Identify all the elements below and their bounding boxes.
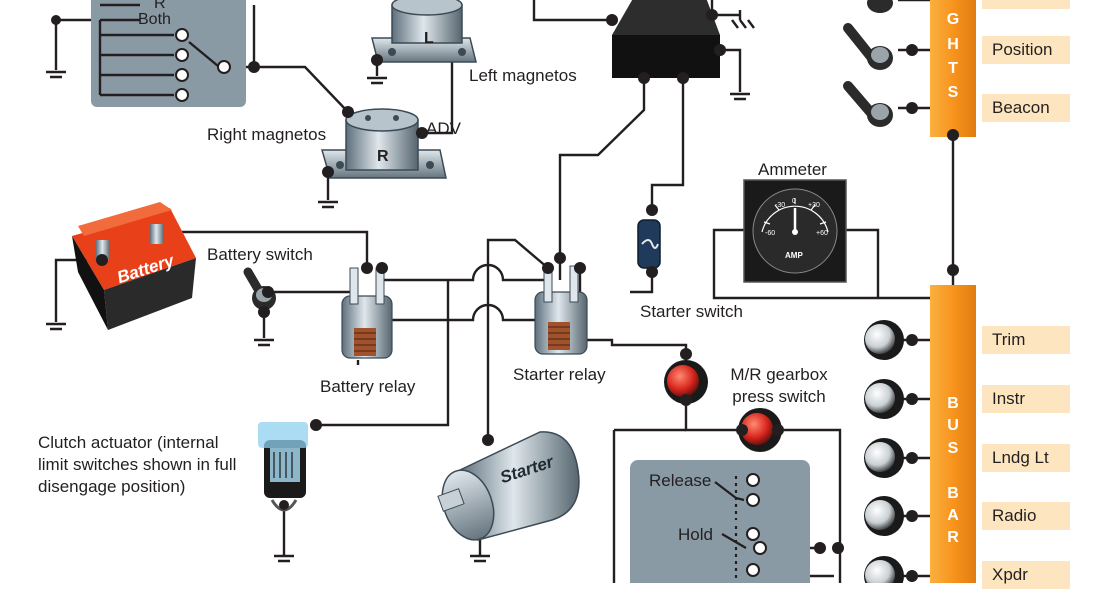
bus-letter-a: A	[947, 507, 959, 524]
right-magnetos-label: Right magnetos	[207, 125, 327, 144]
lights-letter-g: G	[946, 11, 960, 28]
left-magneto	[371, 0, 477, 63]
starter-relay-label: Starter relay	[513, 365, 606, 384]
clutch-actuator	[258, 422, 308, 512]
left-magneto-l-label: L	[424, 30, 434, 47]
lights-box-top	[982, 0, 1070, 9]
lights-letter-t: T	[948, 60, 958, 77]
starter-motor	[437, 431, 580, 541]
starter-relay	[534, 265, 588, 355]
ammeter-scale-neg60: -60	[765, 230, 776, 237]
bus-item-xpdr: Xpdr	[982, 561, 1070, 589]
mr-gearbox-label: M/R gearbox press switch	[730, 365, 828, 406]
mag-switch-r-label: R	[154, 0, 166, 12]
bus-letter-s: S	[947, 440, 959, 457]
mag-switch-both-label: Both	[138, 11, 171, 28]
clutch-actuator-label: Clutch actuator (internal limit switches…	[38, 433, 237, 496]
bus-letter-b2: B	[947, 485, 959, 502]
main-bus-bar	[930, 285, 976, 583]
right-magneto	[321, 108, 447, 179]
battery-switch-label: Battery switch	[207, 245, 313, 264]
top-light-toggle[interactable]	[867, 0, 893, 13]
right-magneto-r-label: R	[377, 148, 389, 165]
lights-item-position: Position	[982, 36, 1070, 64]
ammeter-scale-zero: 0	[792, 198, 796, 205]
lights-letter-h: H	[947, 36, 959, 53]
ammeter-scale-pos30: +30	[808, 202, 820, 209]
lights-item-beacon: Beacon	[982, 94, 1070, 122]
battery	[72, 202, 196, 330]
hold-label: Hold	[678, 525, 713, 544]
adv-label: ADV	[426, 119, 461, 138]
ammeter-scale-pos60: +60	[816, 230, 828, 237]
ammeter-scale-neg30: -30	[775, 202, 786, 209]
left-magnetos-label: Left magnetos	[469, 66, 577, 85]
bus-letter-r: R	[947, 529, 959, 546]
bus-letter-u: U	[947, 417, 959, 434]
magneto-switch-panel	[91, 0, 246, 107]
lights-letter-s: S	[947, 84, 959, 101]
release-hold-panel	[630, 460, 810, 583]
ground-symbols	[46, 10, 755, 563]
ammeter-label: Ammeter	[758, 160, 827, 179]
bus-letter-b1: B	[947, 395, 959, 412]
junction-dots	[51, 9, 959, 582]
starter-switch-label: Starter switch	[640, 302, 743, 321]
bus-item-trim: Trim	[982, 326, 1070, 354]
bus-item-instr: Instr	[982, 385, 1070, 413]
lights-bus-bar	[930, 0, 976, 137]
mr-gearbox-switch-2[interactable]	[738, 408, 782, 452]
starter-control-unit	[612, 0, 720, 78]
release-label: Release	[649, 471, 712, 490]
bus-item-buttons[interactable]	[864, 320, 904, 583]
ammeter	[743, 179, 847, 283]
ammeter-amp-label: AMP	[785, 251, 803, 260]
bus-item-radio: Radio	[982, 502, 1070, 530]
battery-relay-label: Battery relay	[320, 377, 416, 396]
beacon-light-toggle[interactable]	[843, 81, 893, 127]
position-light-toggle[interactable]	[843, 23, 893, 70]
starter-switch-fuse	[637, 219, 661, 269]
mr-gearbox-press-switch[interactable]	[664, 360, 708, 404]
battery-relay	[341, 267, 393, 359]
bus-item-lndg-lt: Lndg Lt	[982, 444, 1070, 472]
